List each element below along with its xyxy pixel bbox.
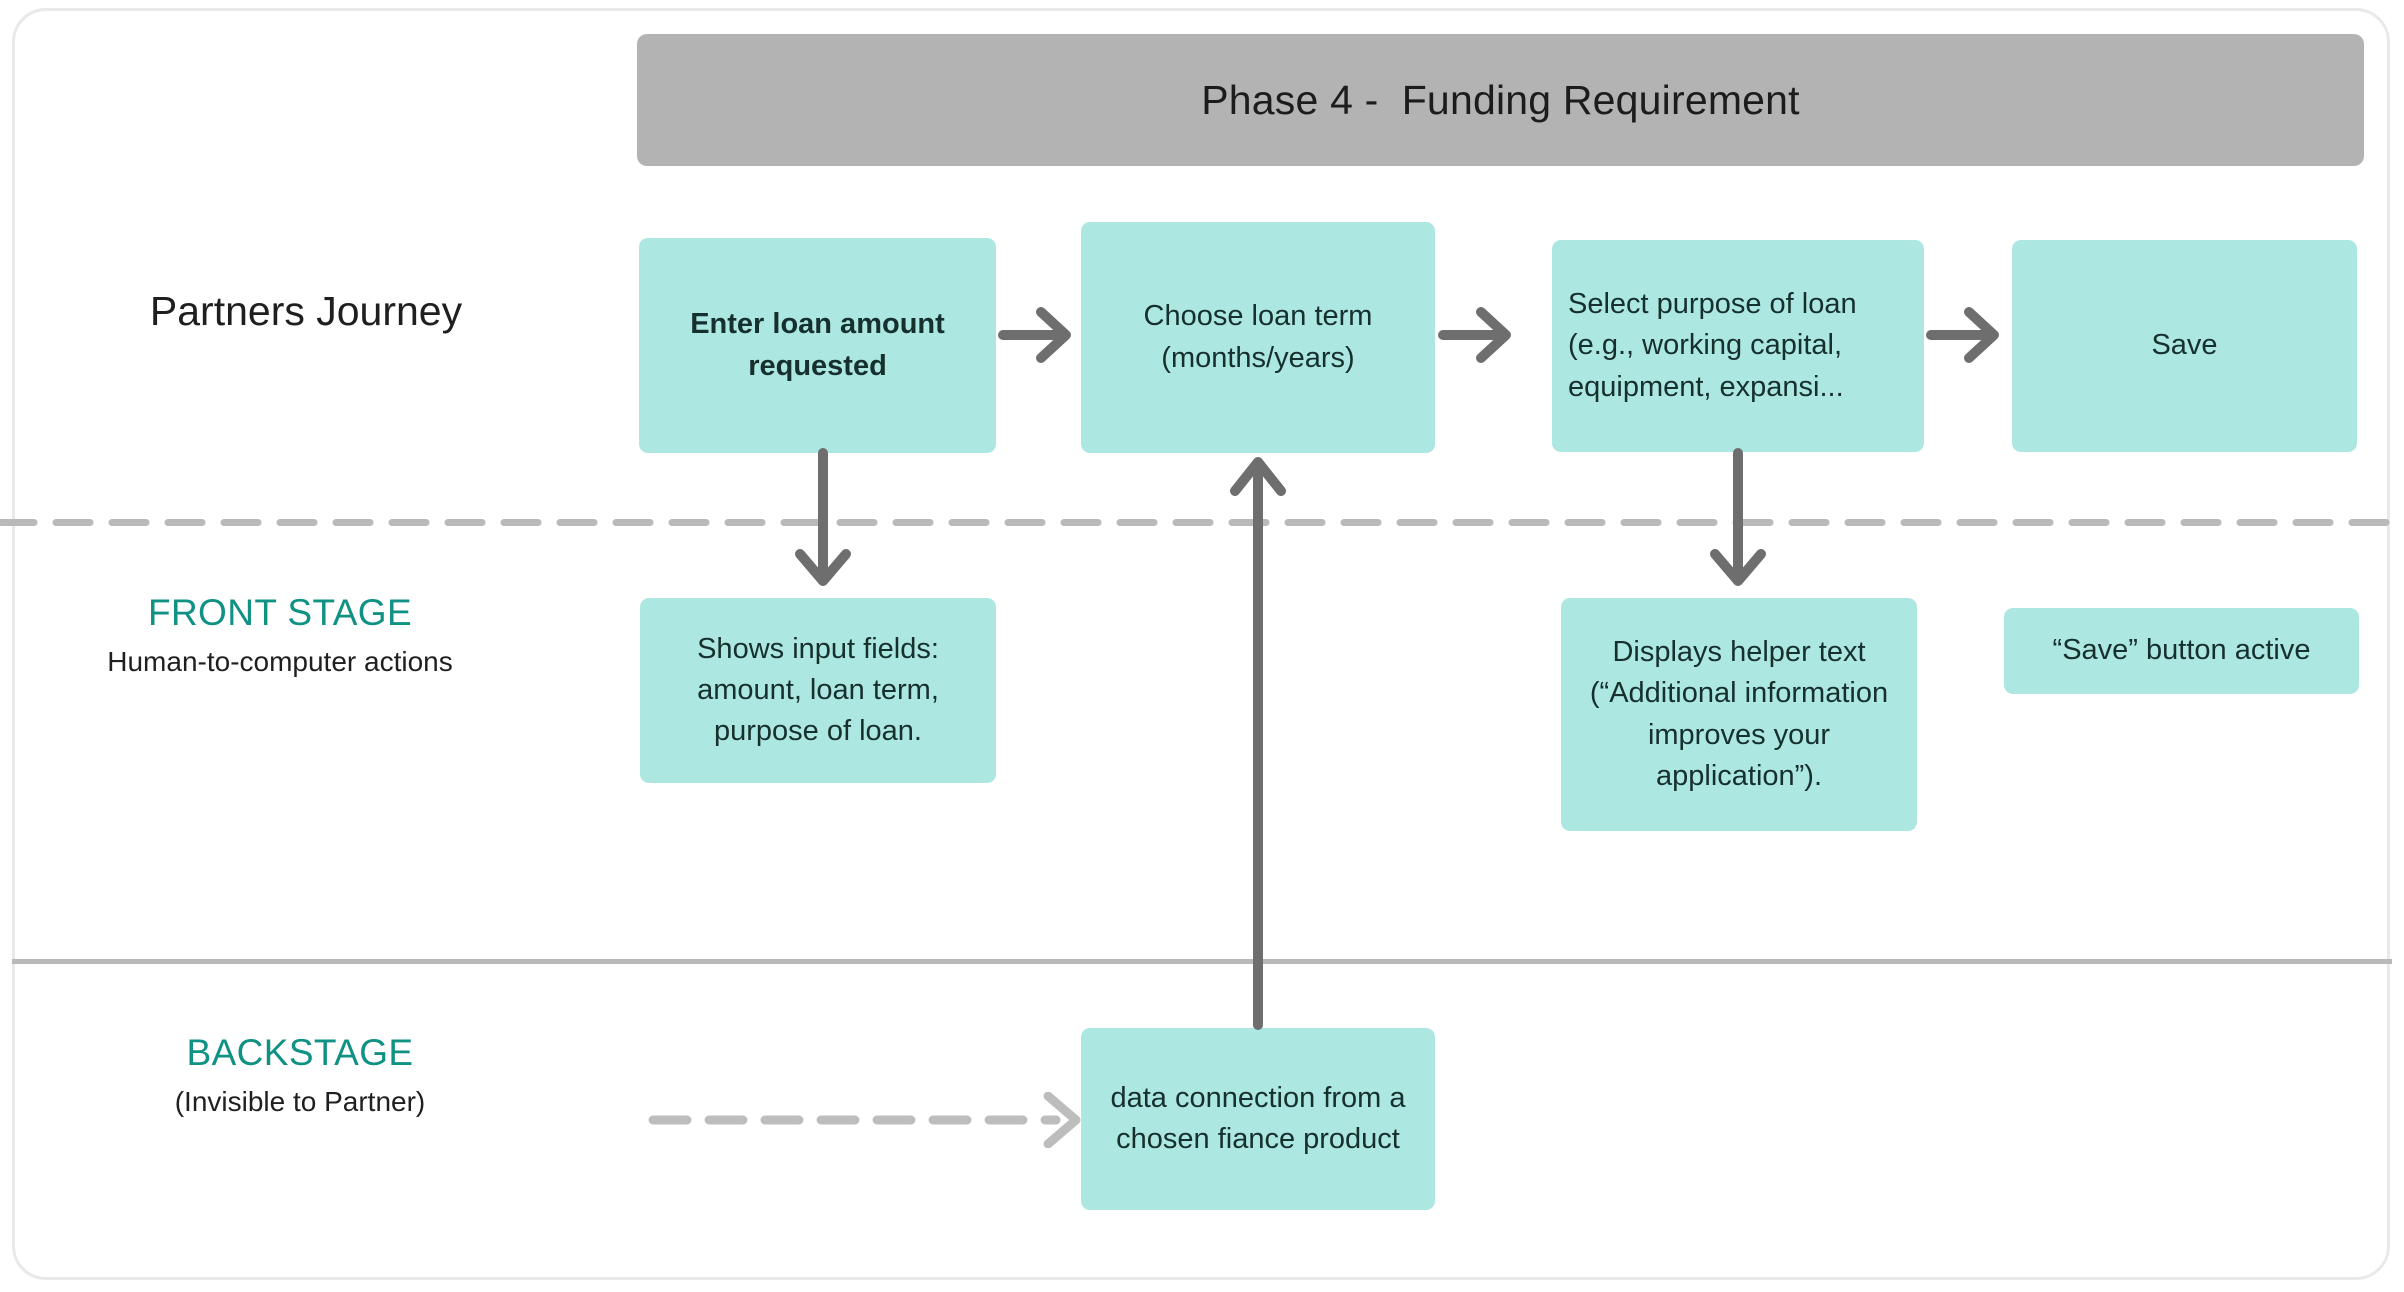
- lane-label-partners-journey: Partners Journey: [0, 288, 612, 335]
- journey-card-label: Save: [2151, 329, 2218, 362]
- lane-title-front-stage: FRONT STAGE: [147, 592, 413, 633]
- journey-card-select-purpose[interactable]: Select purpose of loan (e.g., working ca…: [1552, 240, 1924, 452]
- line-of-visibility-divider: [12, 959, 2392, 964]
- journey-card-label: Select purpose of loan (e.g., working ca…: [1568, 288, 1857, 403]
- lane-subtitle-backstage: (Invisible to Partner): [174, 1086, 426, 1117]
- lane-title-partners-journey: Partners Journey: [149, 288, 463, 334]
- arrow-up-icon: [1230, 457, 1286, 1030]
- arrow-right-icon: [1926, 307, 1999, 363]
- front-stage-card-save-active[interactable]: “Save” button active: [2004, 608, 2359, 694]
- front-stage-card-label: Displays helper text (“Additional inform…: [1589, 636, 1889, 792]
- phase-header-banner: Phase 4 - Funding Requirement: [637, 34, 2364, 166]
- lane-label-front-stage: FRONT STAGE Human-to-computer actions: [0, 592, 560, 678]
- front-stage-card-label: Shows input fields: amount, loan term, p…: [697, 632, 939, 748]
- phase-title: Phase 4 - Funding Requirement: [1201, 76, 1800, 123]
- front-stage-card-input-fields[interactable]: Shows input fields: amount, loan term, p…: [640, 598, 996, 783]
- line-of-interaction-divider: [0, 519, 2404, 526]
- arrow-down-icon: [1710, 448, 1766, 586]
- front-stage-card-helper-text[interactable]: Displays helper text (“Additional inform…: [1561, 598, 1917, 831]
- dashed-arrow-right-icon: [648, 1092, 1081, 1148]
- journey-card-choose-loan-term[interactable]: Choose loan term (months/years): [1081, 222, 1435, 453]
- journey-card-label: Choose loan term (months/years): [1143, 300, 1373, 374]
- arrow-right-icon: [1438, 307, 1511, 363]
- arrow-right-icon: [998, 307, 1071, 363]
- lane-title-backstage: BACKSTAGE: [186, 1032, 414, 1073]
- journey-card-enter-loan-amount[interactable]: Enter loan amount requested: [639, 238, 996, 453]
- backstage-card-data-connection[interactable]: data connection from a chosen fiance pro…: [1081, 1028, 1435, 1210]
- journey-card-save[interactable]: Save: [2012, 240, 2357, 452]
- journey-card-label: Enter loan amount requested: [690, 308, 945, 382]
- lane-subtitle-front-stage: Human-to-computer actions: [107, 646, 453, 677]
- lane-label-backstage: BACKSTAGE (Invisible to Partner): [0, 1032, 600, 1118]
- backstage-card-label: data connection from a chosen fiance pro…: [1110, 1081, 1406, 1155]
- arrow-down-icon: [795, 448, 851, 586]
- front-stage-card-label: “Save” button active: [2052, 634, 2311, 667]
